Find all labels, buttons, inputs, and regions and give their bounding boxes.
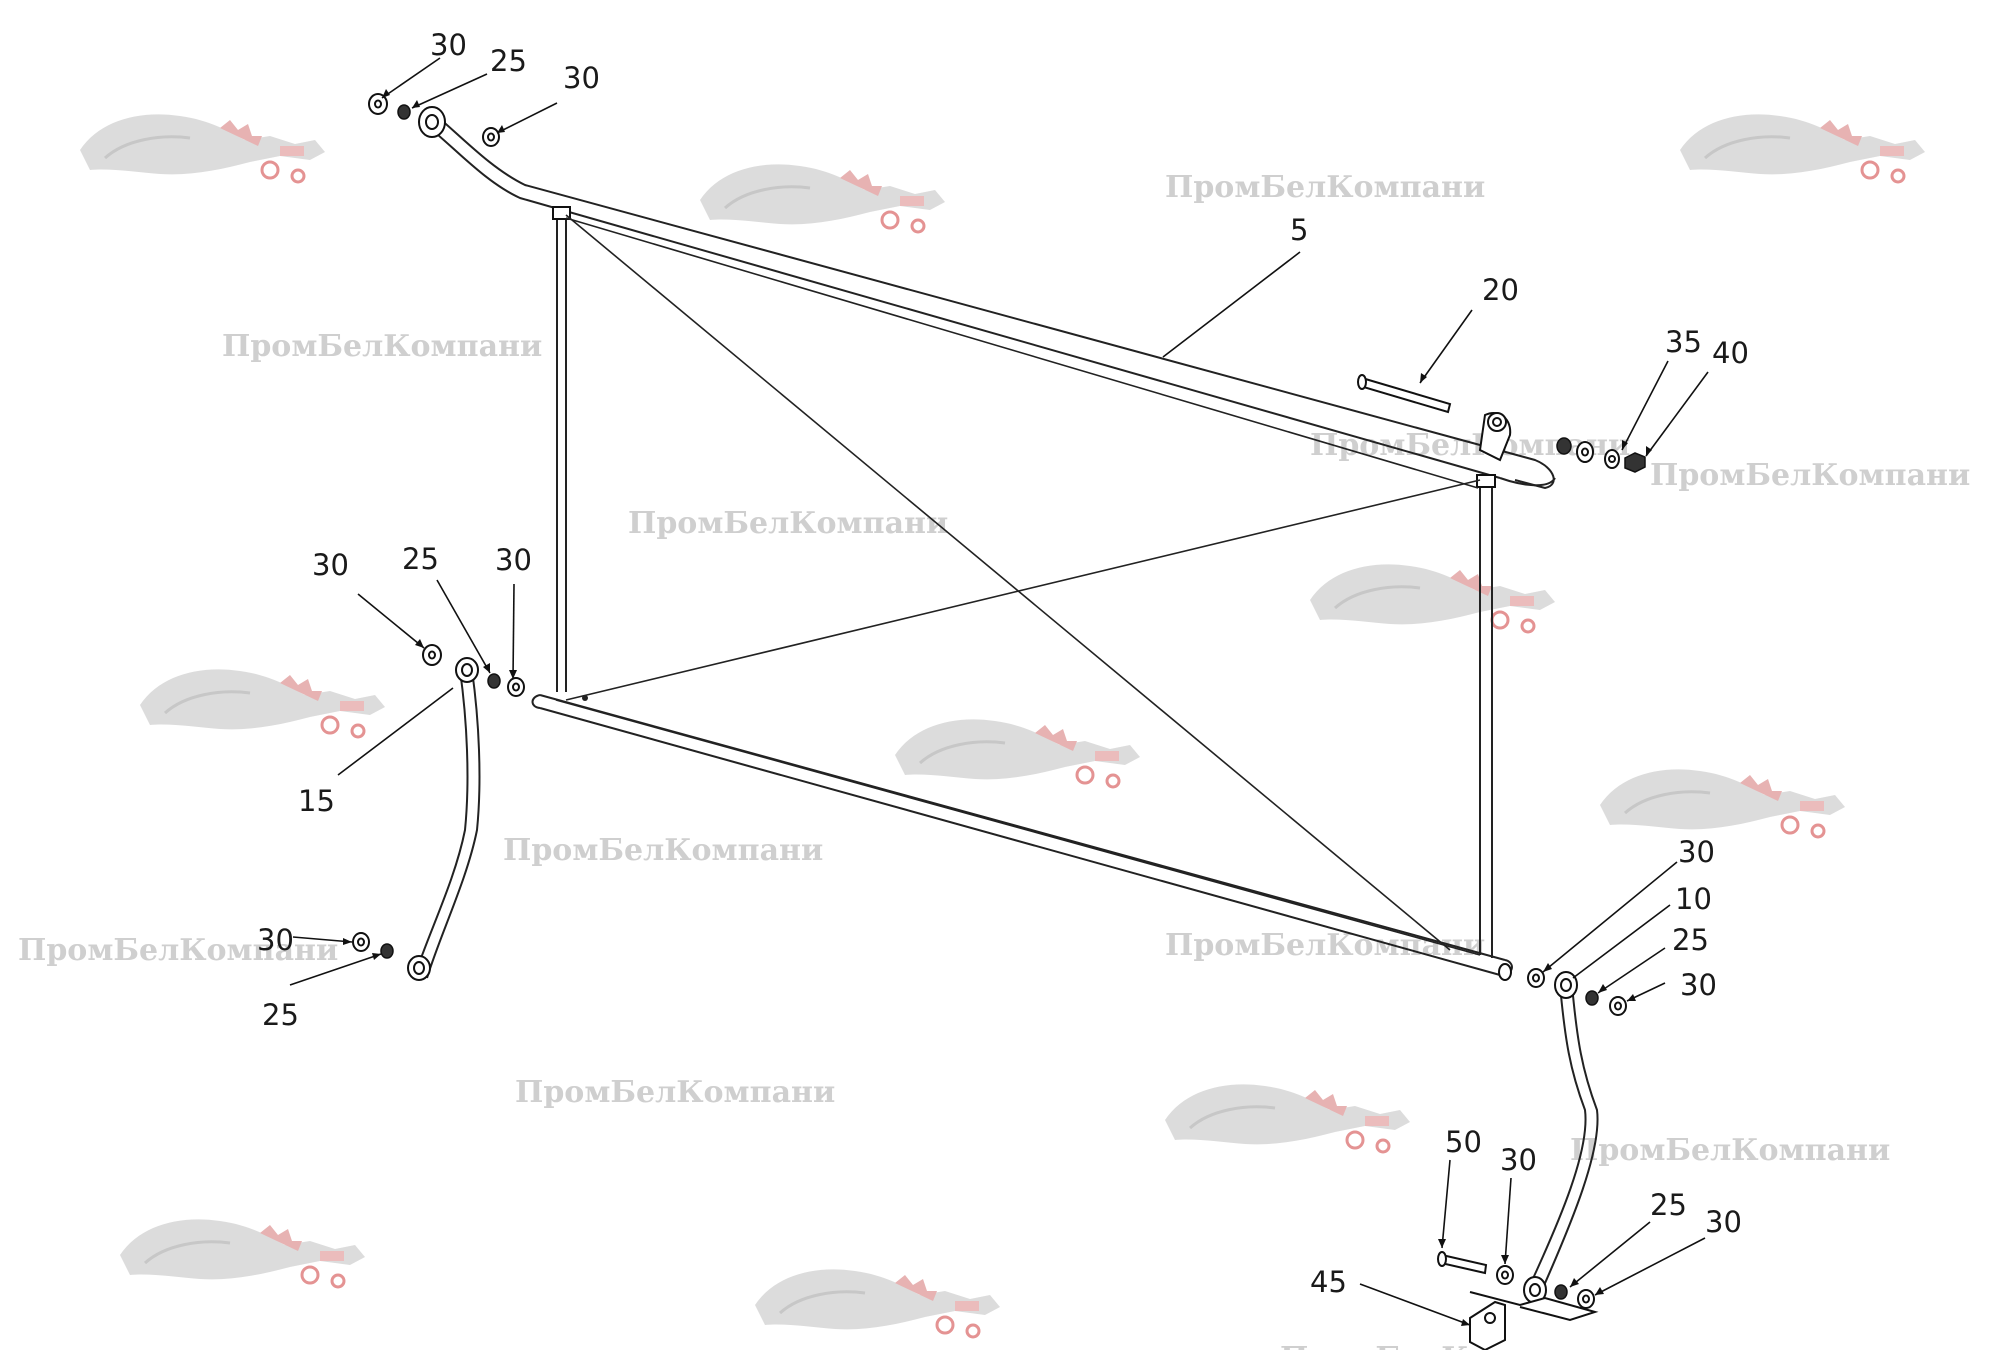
callout-label: 30: [257, 923, 294, 957]
callout-label: 30: [1500, 1143, 1537, 1177]
right-link: [1523, 971, 1599, 1304]
callout-label: 30: [1678, 835, 1715, 869]
callout-label: 30: [1680, 968, 1717, 1002]
watermark-text: ПромБелКомпани: [1280, 1341, 1600, 1350]
callout-label: 45: [1310, 1265, 1347, 1299]
callout-label: 30: [563, 61, 600, 95]
leader-lines: [289, 57, 1709, 1326]
watermark-text: ПромБелКомпани: [222, 329, 542, 364]
callout-label: 25: [1672, 923, 1709, 957]
callout-label: 20: [1482, 273, 1519, 307]
watermark-text: ПромБелКомпани: [1650, 458, 1970, 493]
frame: [418, 106, 1556, 976]
callout-label: 30: [430, 28, 467, 62]
callout-labels: 30 25 30 5 20 35 40 30 25 30 15 30 25 30…: [257, 28, 1749, 1299]
left-link: [407, 657, 481, 981]
callout-label: 15: [298, 784, 335, 818]
watermark-text-group: ПромБелКомпани ПромБелКомпани ПромБелКом…: [18, 170, 1970, 1350]
diagonal-brace: [565, 214, 1451, 951]
callout-label: 5: [1290, 213, 1308, 247]
callout-label: 30: [495, 543, 532, 577]
watermark-text: ПромБелКомпани: [1310, 428, 1630, 463]
upper-bar: [431, 111, 1555, 490]
watermark-text: ПромБелКомпани: [515, 1075, 835, 1110]
callout-label: 30: [312, 548, 349, 582]
diagonal-brace: [565, 479, 1481, 701]
watermark-text: ПромБелКомпани: [503, 833, 823, 868]
callout-label: 25: [402, 542, 439, 576]
callout-label: 35: [1665, 325, 1702, 359]
watermark-text: ПромБелКомпани: [1165, 928, 1485, 963]
callout-label: 10: [1675, 882, 1712, 916]
watermark-text: ПромБелКомпани: [628, 506, 948, 541]
watermark-text: ПромБелКомпани: [1570, 1133, 1890, 1168]
watermark-text: ПромБелКомпани: [18, 933, 338, 968]
callout-label: 25: [490, 44, 527, 78]
callout-label: 50: [1445, 1125, 1482, 1159]
callout-label: 40: [1712, 336, 1749, 370]
callout-label: 25: [1650, 1188, 1687, 1222]
hardware: [352, 93, 1646, 1350]
callout-label: 25: [262, 998, 299, 1032]
watermark-text: ПромБелКомпани: [1165, 170, 1485, 205]
callout-label: 30: [1705, 1205, 1742, 1239]
